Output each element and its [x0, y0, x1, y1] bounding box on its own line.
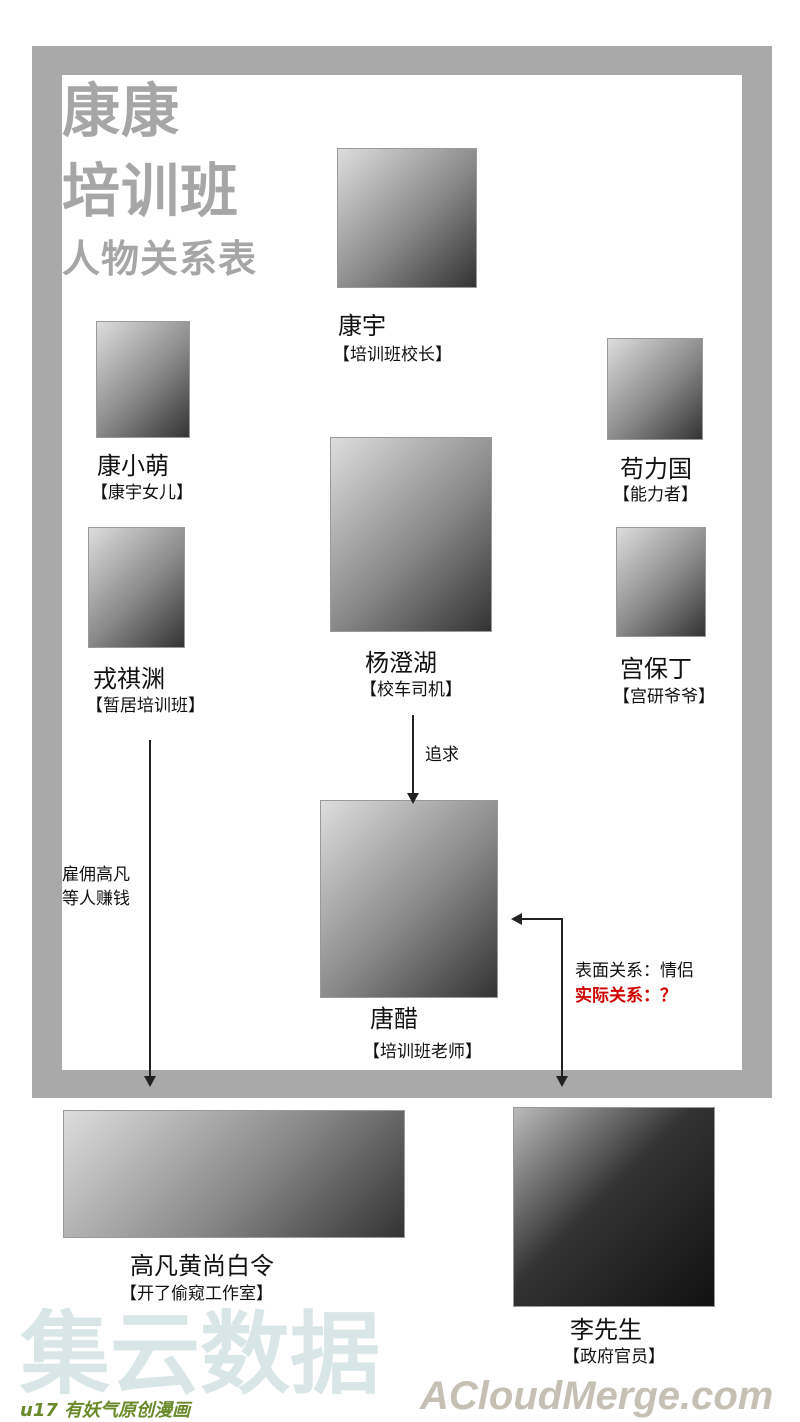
character-role: 【政府官员】 [563, 1347, 665, 1367]
title-line-3: 人物关系表 [62, 237, 258, 281]
character-role: 【暂居培训班】 [86, 696, 205, 716]
portrait-gouliguo [607, 338, 703, 440]
portrait-group [63, 1110, 405, 1238]
arrow-head-left-icon [511, 913, 522, 925]
portrait-kangxiaomeng [96, 321, 190, 438]
character-name: 唐醋 [370, 1005, 418, 1033]
character-name: 苟力国 [620, 455, 692, 483]
relation-label-surface: 表面关系：情侣 [575, 961, 694, 981]
character-role: 【培训班老师】 [363, 1042, 482, 1062]
title-line-1: 康康 [62, 77, 181, 145]
watermark-cn: 集云数据 [20, 1302, 380, 1407]
title-line-2: 培训班 [62, 157, 240, 225]
character-name: 李先生 [570, 1316, 642, 1344]
portrait-kangyu [337, 148, 477, 288]
character-name: 杨澄湖 [365, 649, 437, 677]
portrait-yangchenghu [330, 437, 492, 632]
arrow-couple-line-h [520, 918, 563, 920]
character-name: 高凡黄尚白令 [130, 1252, 274, 1280]
character-name: 戎祺渊 [93, 665, 165, 693]
arrow-head-icon [407, 793, 419, 804]
arrow-employ-line [149, 740, 151, 1078]
relation-label-employ-1: 雇佣高凡 [62, 865, 130, 885]
character-role: 【开了偷窥工作室】 [120, 1284, 273, 1304]
arrow-couple-line-v [561, 918, 563, 1078]
arrow-head-icon [144, 1076, 156, 1087]
arrow-head-icon [556, 1076, 568, 1087]
character-role: 【培训班校长】 [333, 345, 452, 365]
character-role: 【宫研爷爷】 [613, 687, 715, 707]
arrow-pursue-line [412, 715, 414, 795]
portrait-gongbaoding [616, 527, 706, 637]
relation-label-pursue: 追求 [425, 745, 459, 765]
watermark-en: ACloudMerge.com [420, 1374, 774, 1418]
character-name: 宫保丁 [620, 655, 692, 683]
character-role: 【能力者】 [613, 485, 698, 505]
character-role: 【校车司机】 [360, 680, 462, 700]
portrait-lixiansheng [513, 1107, 715, 1307]
watermark-u17: u17 有妖气原创漫画 [20, 1400, 191, 1421]
character-name: 康小萌 [97, 452, 169, 480]
relation-label-employ-2: 等人赚钱 [62, 889, 130, 909]
portrait-tangcu [320, 800, 498, 998]
relation-label-actual: 实际关系：？ [575, 986, 677, 1006]
character-name: 康宇 [338, 312, 386, 340]
character-role: 【康宇女儿】 [91, 483, 193, 503]
portrait-rongqiyuan [88, 527, 185, 648]
